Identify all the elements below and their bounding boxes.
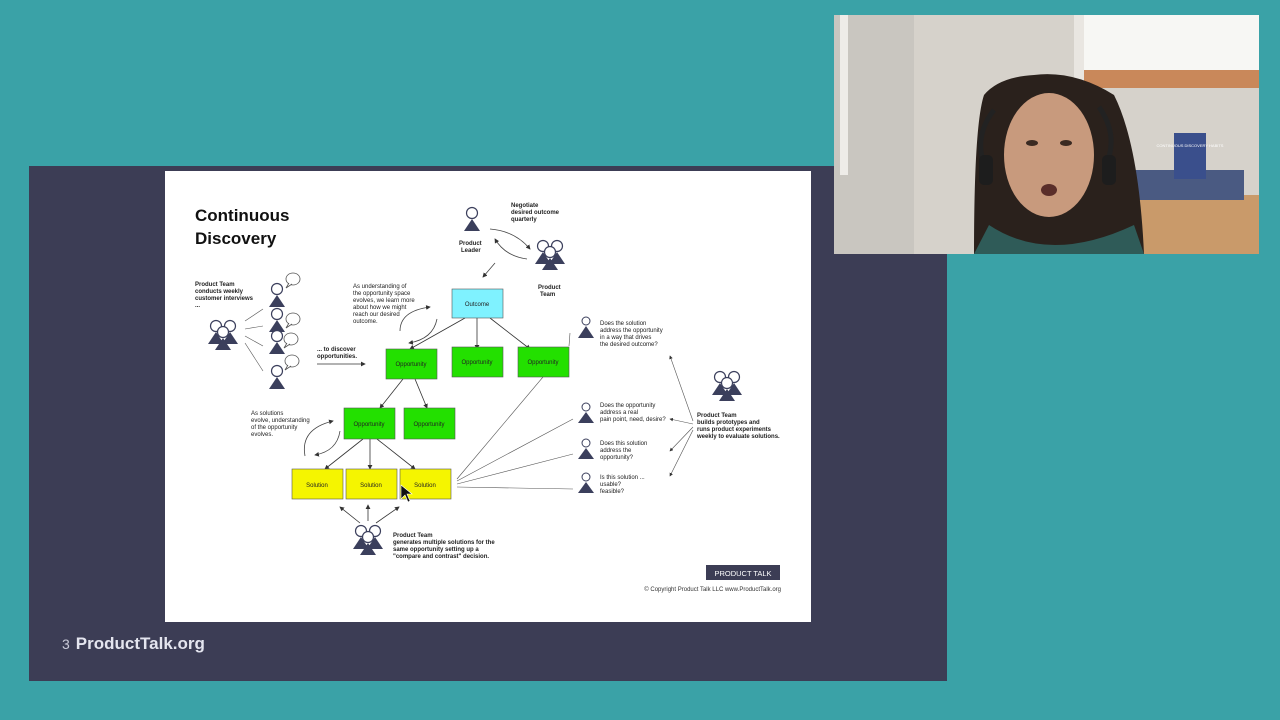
- solution-node: Solution: [346, 469, 397, 499]
- leader-note: Negotiate desired outcome quarterly: [511, 203, 561, 223]
- svg-text:Opportunity: Opportunity: [395, 362, 426, 368]
- flask-icon: [578, 439, 594, 459]
- speech-bubble-icon: [284, 333, 298, 348]
- flask-icon: [578, 473, 594, 493]
- svg-text:Outcome: Outcome: [465, 302, 490, 308]
- slide-title-line2: Discovery: [195, 229, 277, 248]
- solution-team-icon: [353, 526, 383, 556]
- question-address-opportunity: Does this solution address the opportuni…: [600, 441, 649, 461]
- customer-icon: [269, 284, 285, 308]
- question-drives-outcome: Does the solution address the opportunit…: [600, 321, 664, 348]
- speech-bubble-icon: [286, 273, 300, 288]
- flask-icon: [578, 317, 594, 338]
- continuous-discovery-diagram: Continuous Discovery Product Leader Nego…: [165, 171, 811, 622]
- svg-text:Opportunity: Opportunity: [413, 422, 444, 428]
- question-usable-feasible: Is this solution ... usable? feasible?: [600, 475, 646, 495]
- svg-text:Opportunity: Opportunity: [527, 360, 558, 366]
- svg-text:Solution: Solution: [360, 483, 382, 489]
- opportunity-space-note: As understanding of the opportunity spac…: [353, 284, 416, 325]
- footer-brand: ProductTalk.org: [76, 634, 205, 654]
- product-leader-icon: [464, 208, 480, 232]
- slide-footer: 3 ProductTalk.org: [62, 634, 205, 654]
- product-talk-badge-text: PRODUCT TALK: [714, 569, 771, 578]
- product-team-top-icon: [535, 241, 565, 271]
- webcam-video[interactable]: CONTINUOUS DISCOVERY HABITS: [834, 15, 1259, 254]
- svg-text:Opportunity: Opportunity: [461, 360, 492, 366]
- svg-text:Solution: Solution: [414, 483, 436, 489]
- outcome-node: Outcome: [452, 289, 503, 318]
- interviewing-team-icon: [208, 321, 238, 351]
- slide: Continuous Discovery Product Leader Nego…: [165, 171, 811, 622]
- question-real-pain-point: Does the opportunity address a real pain…: [600, 403, 666, 423]
- opportunity-node: Opportunity: [386, 349, 437, 379]
- discover-note: ... to discover opportunities.: [317, 347, 357, 360]
- customer-icon: [269, 309, 285, 333]
- solution-node: Solution: [292, 469, 343, 499]
- svg-text:Solution: Solution: [306, 483, 328, 489]
- flask-icon: [578, 403, 594, 423]
- interviews-note: Product Team conducts weekly customer in…: [195, 282, 255, 309]
- customer-icon: [269, 331, 285, 355]
- slide-title-line1: Continuous: [195, 206, 289, 225]
- speech-bubble-icon: [285, 355, 299, 370]
- opportunity-node: Opportunity: [404, 408, 455, 439]
- experimenting-team-icon: [712, 372, 742, 402]
- customer-icon: [269, 366, 285, 390]
- multiple-solutions-note: Product Team generates multiple solution…: [393, 533, 496, 560]
- opportunity-node: Opportunity: [344, 408, 395, 439]
- opportunity-node: Opportunity: [518, 347, 569, 377]
- opportunity-node: Opportunity: [452, 347, 503, 377]
- copyright-text: © Copyright Product Talk LLC www.Product…: [644, 586, 781, 593]
- svg-text:Opportunity: Opportunity: [353, 422, 384, 428]
- product-leader-label: Product Leader: [459, 241, 483, 254]
- solution-node: Solution: [400, 469, 451, 499]
- svg-text:CONTINUOUS DISCOVERY HABITS: CONTINUOUS DISCOVERY HABITS: [1157, 143, 1224, 148]
- product-team-top-label: Product Team: [538, 285, 562, 298]
- slide-number: 3: [62, 636, 70, 652]
- webcam-scene: CONTINUOUS DISCOVERY HABITS: [834, 15, 1259, 254]
- solutions-evolve-note: As solutions evolve, understanding of th…: [251, 411, 311, 438]
- experiments-note: Product Team builds prototypes and runs …: [696, 413, 780, 440]
- speech-bubble-icon: [286, 313, 300, 328]
